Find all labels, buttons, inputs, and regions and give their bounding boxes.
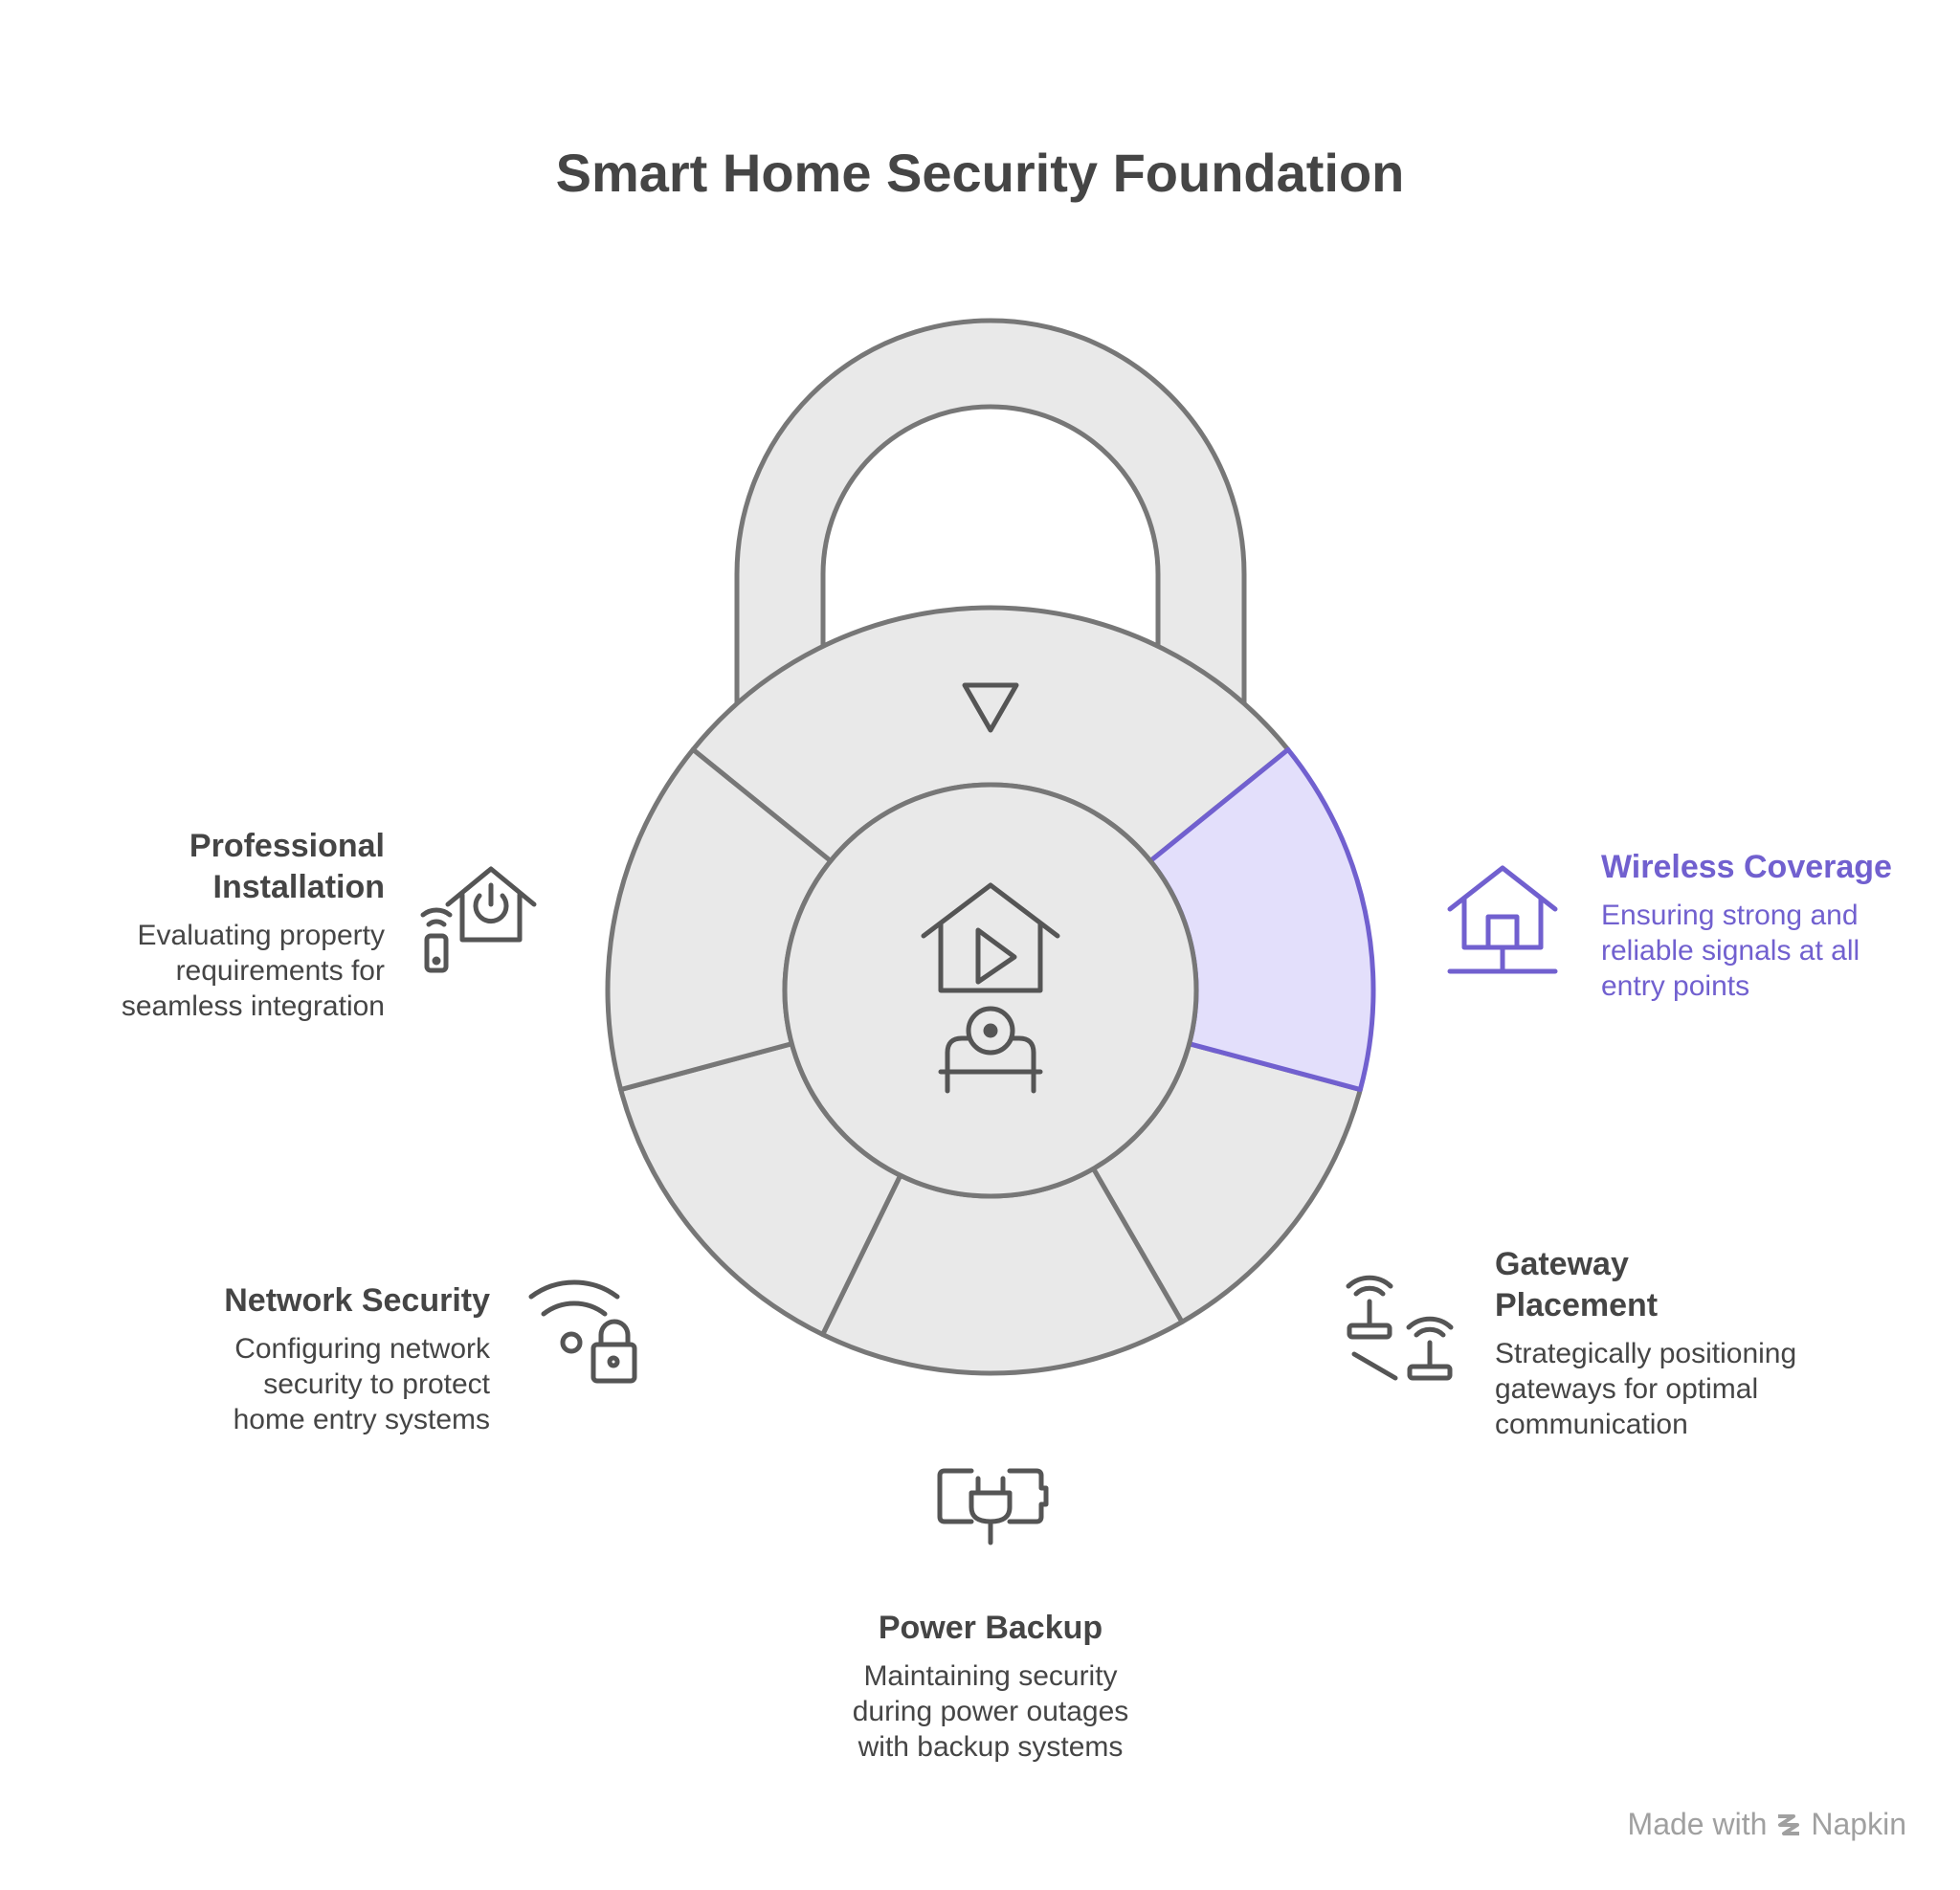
item-network-security: Network Security Configuring network sec… — [191, 1280, 490, 1437]
smart-home-remote-icon — [420, 866, 537, 973]
napkin-logo-icon — [1778, 1813, 1800, 1835]
item-gateway-placement: Gateway Placement Strategically position… — [1495, 1244, 1811, 1442]
item-power-backup: Power Backup Maintaining security during… — [828, 1608, 1153, 1765]
house-play-icon — [921, 882, 1060, 993]
item-heading: Network Security — [224, 1282, 490, 1319]
napkin-brand-label: Napkin — [1811, 1807, 1906, 1841]
padlock-ring — [605, 605, 1376, 1376]
triangle-down-icon — [962, 682, 1019, 733]
wifi-lock-icon — [528, 1279, 637, 1384]
item-description: Maintaining security during power outage… — [852, 1660, 1129, 1763]
webcam-sofa-icon — [938, 1006, 1043, 1094]
item-description: Evaluating property requirements for sea… — [121, 920, 385, 1022]
item-heading: Power Backup — [878, 1610, 1103, 1646]
item-professional-installation: Professional Installation Evaluating pro… — [86, 826, 385, 1024]
page-title: Smart Home Security Foundation — [555, 143, 1405, 203]
item-description: Ensuring strong and reliable signals at … — [1601, 900, 1860, 1002]
item-description: Strategically positioning gateways for o… — [1495, 1338, 1797, 1440]
routers-icon — [1346, 1275, 1454, 1381]
item-heading: Gateway Placement — [1495, 1246, 1659, 1323]
item-wireless-coverage: Wireless Coverage Ensuring strong and re… — [1601, 847, 1927, 1004]
padlock-shackle — [734, 318, 1247, 706]
item-description: Configuring network security to protect … — [233, 1333, 490, 1435]
napkin-watermark: Made with Napkin — [1628, 1807, 1906, 1842]
item-heading: Professional Installation — [189, 828, 385, 905]
battery-plug-icon — [937, 1468, 1049, 1545]
made-with-label: Made with — [1627, 1807, 1768, 1841]
item-heading: Wireless Coverage — [1601, 849, 1892, 885]
house-antenna-icon — [1447, 865, 1558, 974]
